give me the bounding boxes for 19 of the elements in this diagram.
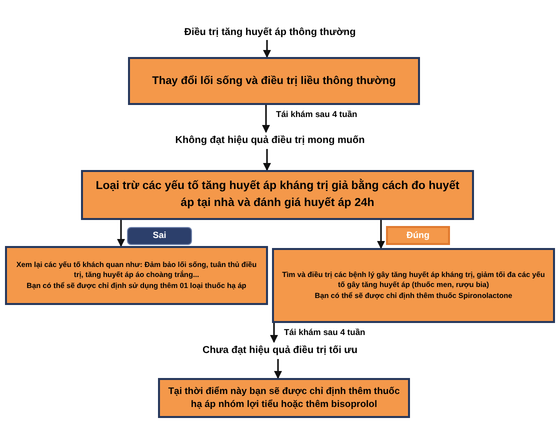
process-box: Tại thời điểm này bạn sẽ được chỉ định thêm thuốc hạ áp nhóm lợi tiểu hoặc thêm bisoprolol — [158, 378, 410, 418]
process-box: Thay đổi lối sống và điều trị liều thông thường — [128, 57, 420, 105]
process-box — [272, 248, 555, 323]
process-box: Loại trừ các yếu tố tăng huyết áp kháng trị giả bằng cách đo huyết áp tại nhà và đánh giá huyết áp 24h — [81, 170, 474, 220]
arrow — [262, 105, 270, 133]
edge-label: Tái khám sau 4 tuần — [276, 110, 358, 118]
step-text: Chưa đạt hiệu quả điều trị tối ưu — [130, 342, 430, 359]
edge-label: Tái khám sau 4 tuần — [284, 328, 366, 336]
branch-tag: Sai — [127, 227, 192, 245]
arrow — [270, 323, 278, 343]
step-text: Không đạt hiệu quả điều trị mong muốn — [120, 132, 420, 149]
arrow — [117, 220, 125, 247]
branch-tag: Đúng — [386, 226, 450, 245]
process-box — [5, 246, 268, 305]
step-text: Điều trị tăng huyết áp thông thường — [140, 24, 400, 40]
arrow — [263, 149, 271, 171]
arrow — [377, 220, 385, 249]
arrow — [263, 40, 271, 58]
arrow — [274, 359, 282, 379]
